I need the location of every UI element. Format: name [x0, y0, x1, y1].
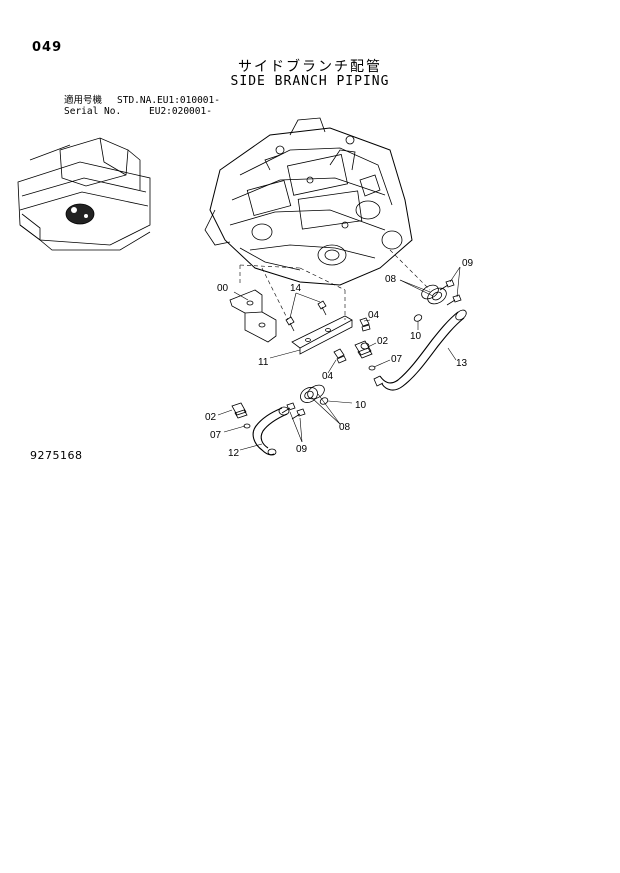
serial-range-2: EU2:020001-: [149, 106, 212, 117]
pipe-part-13: [373, 309, 467, 391]
plug-fittings-04: [333, 317, 371, 364]
o-ring-part-07-right: [368, 365, 376, 371]
bolts-part-14: [285, 300, 327, 332]
callout-09-lower: 09: [296, 444, 308, 455]
adapter-part-02-right: [354, 340, 373, 359]
o-ring-part-10-lower: [319, 397, 329, 405]
title-english: SIDE BRANCH PIPING: [230, 74, 390, 89]
callout-02-left: 02: [205, 412, 217, 423]
flange-part-08-upper: [421, 284, 447, 305]
callout-13: 13: [456, 358, 468, 369]
o-ring-part-10-upper: [413, 314, 423, 322]
callout-04-upper: 04: [368, 310, 380, 321]
callout-14: 14: [290, 283, 302, 294]
drawing-number: 9275168: [30, 449, 83, 462]
callout-07-right: 07: [391, 354, 403, 365]
bracket-part-00: [229, 289, 277, 343]
leader-lines: [217, 266, 461, 451]
guide-lines: [239, 249, 431, 321]
callout-02-right: 02: [377, 336, 389, 347]
serial-label-japanese: 適用号機: [64, 95, 103, 106]
callout-11: 11: [258, 357, 269, 368]
callout-12: 12: [228, 448, 240, 459]
serial-range-1: STD.NA.EU1:010001-: [117, 95, 220, 106]
callout-10-upper: 10: [410, 331, 422, 342]
engine-assembly: [204, 117, 413, 286]
callout-08-lower: 08: [339, 422, 351, 433]
callout-10-lower: 10: [355, 400, 367, 411]
bolts-part-09-lower: [281, 402, 306, 420]
callout-04-lower: 04: [322, 371, 334, 382]
page-number: 049: [32, 40, 63, 55]
flange-part-08-lower: [300, 384, 325, 403]
title-japanese: サイドブランチ配管: [238, 59, 382, 75]
callout-09-upper: 09: [462, 258, 474, 269]
pipe-part-12: [252, 406, 290, 456]
callout-07-left: 07: [210, 430, 222, 441]
adapter-part-02-left: [231, 402, 248, 419]
callout-08-upper: 08: [385, 274, 397, 285]
machine-thumbnail: [17, 137, 151, 251]
serial-label-english: Serial No.: [64, 106, 122, 117]
bolts-part-09-upper: [439, 279, 462, 306]
plate-part-11: [291, 315, 353, 355]
callout-00: 00: [217, 283, 229, 294]
